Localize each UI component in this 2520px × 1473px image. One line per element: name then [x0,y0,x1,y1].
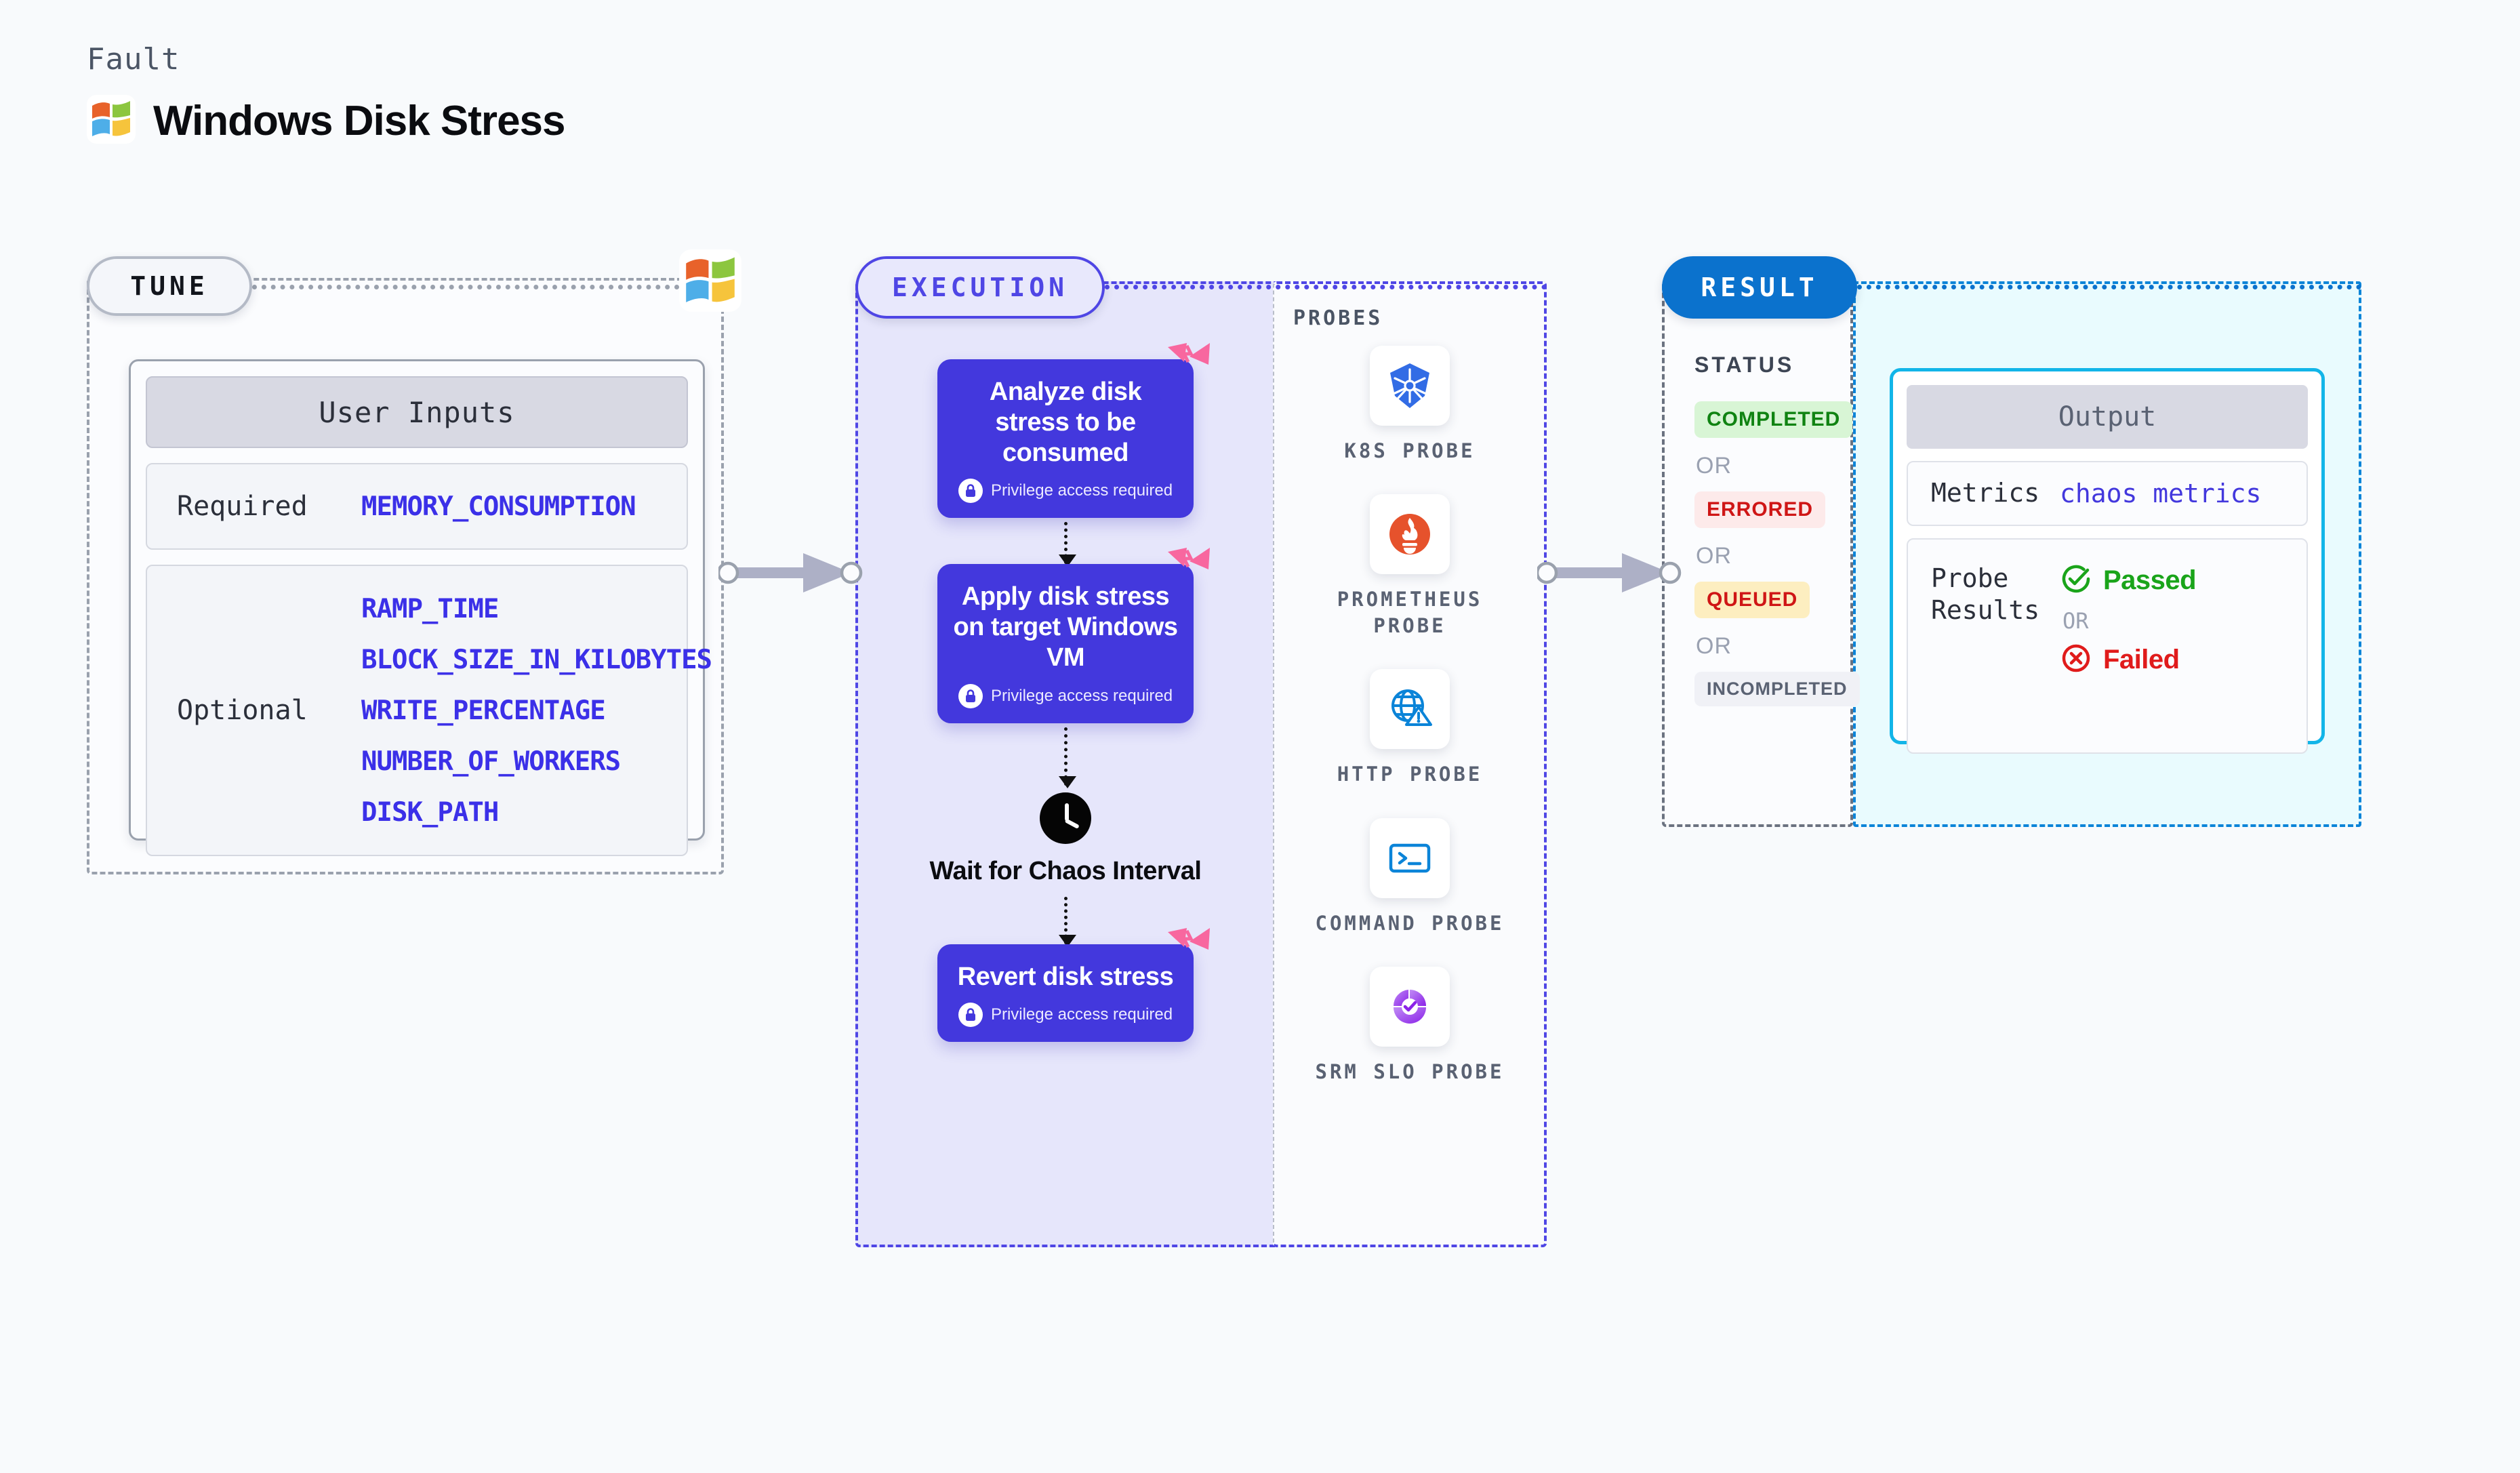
output-header: Output [1907,385,2308,449]
probe-label: SRM SLO PROBE [1315,1060,1505,1083]
or-separator: OR [1696,453,1732,479]
result-pill[interactable]: RESULT [1662,256,1857,319]
page-title-text: Windows Disk Stress [153,98,566,144]
probes-list: K8S PROBE PROMETHEUS PROBE [1273,346,1547,1085]
input-param[interactable]: RAMP_TIME [361,593,499,624]
execution-flow: Analyze disk stress to be consumed Privi… [855,281,1276,1247]
prometheus-icon [1370,494,1450,575]
clock-icon [1040,792,1091,844]
fault-kicker: Fault [87,42,180,77]
probe-item[interactable]: SRM SLO PROBE [1308,966,1511,1085]
privilege-note-text: Privilege access required [990,686,1173,705]
input-param[interactable]: MEMORY_CONSUMPTION [361,491,636,522]
required-label: Required [177,491,308,522]
probe-label: COMMAND PROBE [1315,911,1505,935]
execution-leader-line [1105,285,1547,289]
lock-icon [958,683,983,708]
execution-step[interactable]: Apply disk stress on target Windows VM P… [937,548,1210,723]
flow-connector [1058,727,1076,788]
check-circle-icon [2060,563,2092,599]
windows-logo-icon [87,95,136,147]
http-globe-alert-icon [1370,669,1450,750]
probes-panel [1273,281,1547,1247]
user-inputs-card: User Inputs Required MEMORY_CONSUMPTION … [129,359,712,856]
srm-slo-icon [1370,966,1450,1047]
wait-for-chaos-interval: Wait for Chaos Interval [930,786,1202,887]
lock-icon [958,479,983,504]
chaos-ribbon-icon [1168,343,1210,365]
status-title: STATUS [1694,352,1795,377]
lock-icon [958,1003,983,1028]
x-circle-icon [2060,642,2092,678]
optional-label: Optional [177,695,308,726]
privilege-note: Privilege access required [952,1003,1179,1028]
page-title: Windows Disk Stress [87,95,566,147]
result-leader-line [1857,285,2361,289]
chaos-ribbon-icon [1168,548,1210,570]
required-inputs-group: Required MEMORY_CONSUMPTION [146,463,688,550]
status-list: COMPLETED OR ERRORED OR QUEUED OR INCOMP… [1694,393,1860,714]
kubernetes-icon [1370,346,1450,426]
input-param[interactable]: WRITE_PERCENTAGE [361,695,606,726]
privilege-note: Privilege access required [952,479,1179,504]
failed-label: Failed [2103,644,2180,674]
or-separator: OR [2062,607,2089,634]
probe-item[interactable]: COMMAND PROBE [1308,818,1511,937]
privilege-note-text: Privilege access required [990,1005,1173,1024]
status-badge: INCOMPLETED [1694,672,1860,706]
status-badge: COMPLETED [1694,401,1853,438]
or-separator: OR [1696,543,1732,569]
input-param[interactable]: BLOCK_SIZE_IN_KILOBYTES [361,644,712,675]
metrics-label: Metrics [1931,478,2040,508]
status-badge: QUEUED [1694,582,1810,618]
or-separator: OR [1696,633,1732,659]
privilege-note-text: Privilege access required [990,481,1173,500]
metrics-value[interactable]: chaos metrics [2060,478,2262,508]
input-param[interactable]: NUMBER_OF_WORKERS [361,746,621,777]
probe-item[interactable]: HTTP PROBE [1308,669,1511,788]
probe-item[interactable]: K8S PROBE [1308,346,1511,464]
execution-step[interactable]: Analyze disk stress to be consumed Privi… [937,343,1210,519]
flow-connector [1058,522,1076,567]
status-badge: ERRORED [1694,491,1826,528]
probe-label: HTTP PROBE [1337,763,1483,786]
privilege-note: Privilege access required [952,683,1179,708]
metrics-row: Metrics chaos metrics [1907,461,2308,526]
passed-label: Passed [2103,565,2197,595]
user-inputs-header: User Inputs [146,376,688,448]
output-card: Output Metrics chaos metrics Probe Resul… [1890,368,2325,754]
wait-label: Wait for Chaos Interval [929,856,1202,885]
arrow-right-icon [718,553,863,592]
execution-step-title: Analyze disk stress to be consumed [989,378,1142,467]
probe-results-label: Probe Results [1931,563,2040,626]
result-panel [1662,281,1853,827]
flow-connector [1058,896,1076,947]
windows-logo-icon [679,249,741,315]
probes-title: PROBES [1293,306,1383,330]
chaos-ribbon-icon [1168,927,1210,950]
probe-item[interactable]: PROMETHEUS PROBE [1308,494,1511,639]
arrow-right-icon [1537,553,1682,592]
optional-inputs-group: Optional RAMP_TIME BLOCK_SIZE_IN_KILOBYT… [146,565,712,856]
probe-result-passed: Passed [2060,563,2197,599]
probe-label: K8S PROBE [1344,439,1476,462]
tune-leader-line [252,285,708,289]
terminal-icon [1370,818,1450,898]
execution-step[interactable]: Revert disk stress Privilege access requ… [937,927,1210,1043]
probe-result-failed: Failed [2060,642,2196,678]
input-param[interactable]: DISK_PATH [361,796,499,828]
probe-results-row: Probe Results Passed OR [1907,538,2308,754]
execution-step-title: Revert disk stress [957,962,1174,991]
probe-label: PROMETHEUS PROBE [1337,588,1483,638]
execution-pill[interactable]: EXECUTION [855,256,1105,319]
execution-step-title: Apply disk stress on target Windows VM [953,582,1178,672]
tune-pill[interactable]: TUNE [87,256,252,316]
